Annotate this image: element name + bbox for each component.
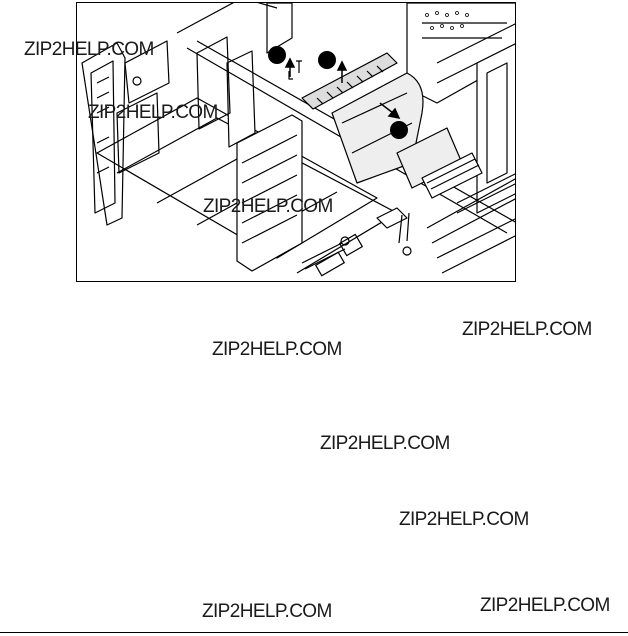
board-components-icon [340, 173, 515, 274]
arrow-icon [284, 57, 401, 120]
callout-3-icon [390, 121, 408, 139]
callout-1-icon [268, 46, 286, 64]
watermark-text: ZIP2HELP.COM [202, 601, 332, 622]
screw-icon [288, 60, 302, 80]
drive-bay-icon [406, 3, 515, 214]
watermark-text: ZIP2HELP.COM [212, 339, 342, 360]
footer-divider [0, 632, 628, 633]
watermark-text: ZIP2HELP.COM [88, 102, 218, 123]
expansion-bracket-icon [81, 40, 170, 226]
hardware-illustration [76, 2, 516, 282]
callouts [268, 46, 408, 139]
chassis-strut [266, 3, 293, 54]
ribbon-cable-icon [301, 52, 483, 199]
watermark-text: ZIP2HELP.COM [480, 595, 610, 616]
watermark-text: ZIP2HELP.COM [462, 319, 592, 340]
watermark-text: ZIP2HELP.COM [399, 509, 529, 530]
watermark-text: ZIP2HELP.COM [24, 39, 154, 60]
watermark-text: ZIP2HELP.COM [320, 433, 450, 454]
server-chassis-drawing [81, 3, 515, 277]
watermark-text: ZIP2HELP.COM [203, 196, 333, 217]
callout-2-icon [318, 51, 336, 69]
